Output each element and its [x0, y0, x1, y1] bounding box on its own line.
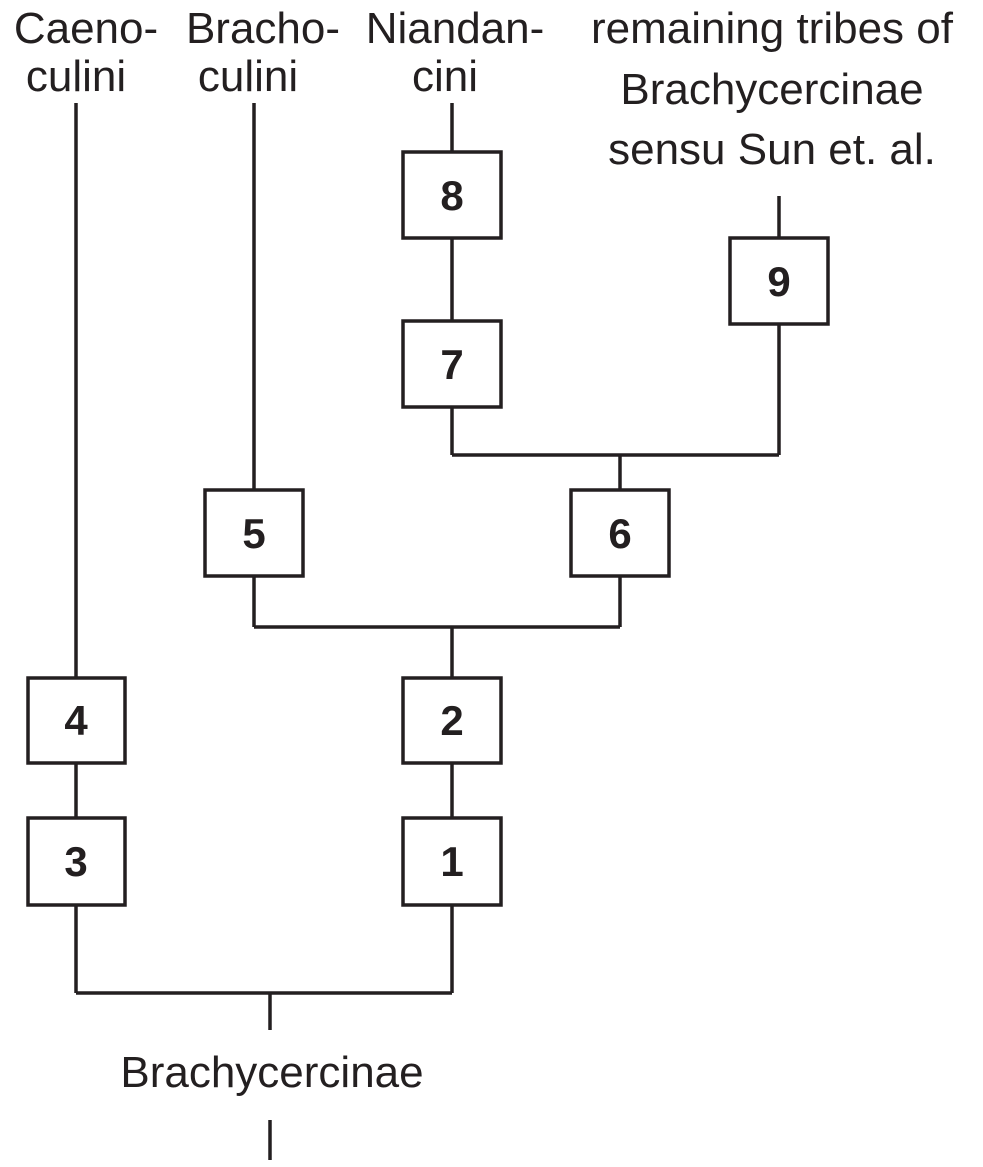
apomorphy-box-2: 2: [401, 676, 503, 765]
taxon-niandancini: Niandan- cini: [366, 4, 545, 101]
box-4-label: 4: [64, 697, 88, 744]
brachoculini-line-2: culini: [198, 52, 298, 101]
brachoculini-line-1: Bracho-: [186, 4, 340, 53]
apomorphy-box-1: 1: [401, 816, 503, 907]
apomorphy-box-4: 4: [26, 676, 127, 765]
box-6-label: 6: [608, 510, 631, 557]
niandancini-line-1: Niandan-: [366, 4, 545, 53]
box-2-label: 2: [440, 697, 463, 744]
taxon-brachoculini: Bracho- culini: [186, 4, 340, 101]
apomorphy-box-7: 7: [401, 319, 503, 409]
remaining-line-3: sensu Sun et. al.: [608, 125, 936, 174]
taxon-remaining-tribes: remaining tribes of Brachycercinae sensu…: [591, 4, 954, 174]
caenoculini-line-1: Caeno-: [14, 4, 158, 53]
box-3-label: 3: [64, 838, 87, 885]
root-label: Brachycercinae: [120, 1048, 423, 1097]
caenoculini-line-2: culini: [26, 52, 126, 101]
niandancini-line-2: cini: [412, 52, 478, 101]
apomorphy-box-6: 6: [569, 488, 671, 578]
apomorphy-box-5: 5: [203, 488, 305, 578]
box-8-label: 8: [440, 172, 463, 219]
box-5-label: 5: [242, 510, 265, 557]
box-9-label: 9: [767, 258, 790, 305]
remaining-line-1: remaining tribes of: [591, 4, 954, 53]
apomorphy-box-9: 9: [728, 236, 830, 326]
box-7-label: 7: [440, 341, 463, 388]
remaining-line-2: Brachycercinae: [620, 65, 923, 114]
taxon-caenoculini: Caeno- culini: [14, 4, 158, 101]
tree-branches: [74, 103, 781, 1160]
apomorphy-box-3: 3: [26, 816, 127, 907]
box-1-label: 1: [440, 838, 463, 885]
apomorphy-box-8: 8: [401, 150, 503, 240]
